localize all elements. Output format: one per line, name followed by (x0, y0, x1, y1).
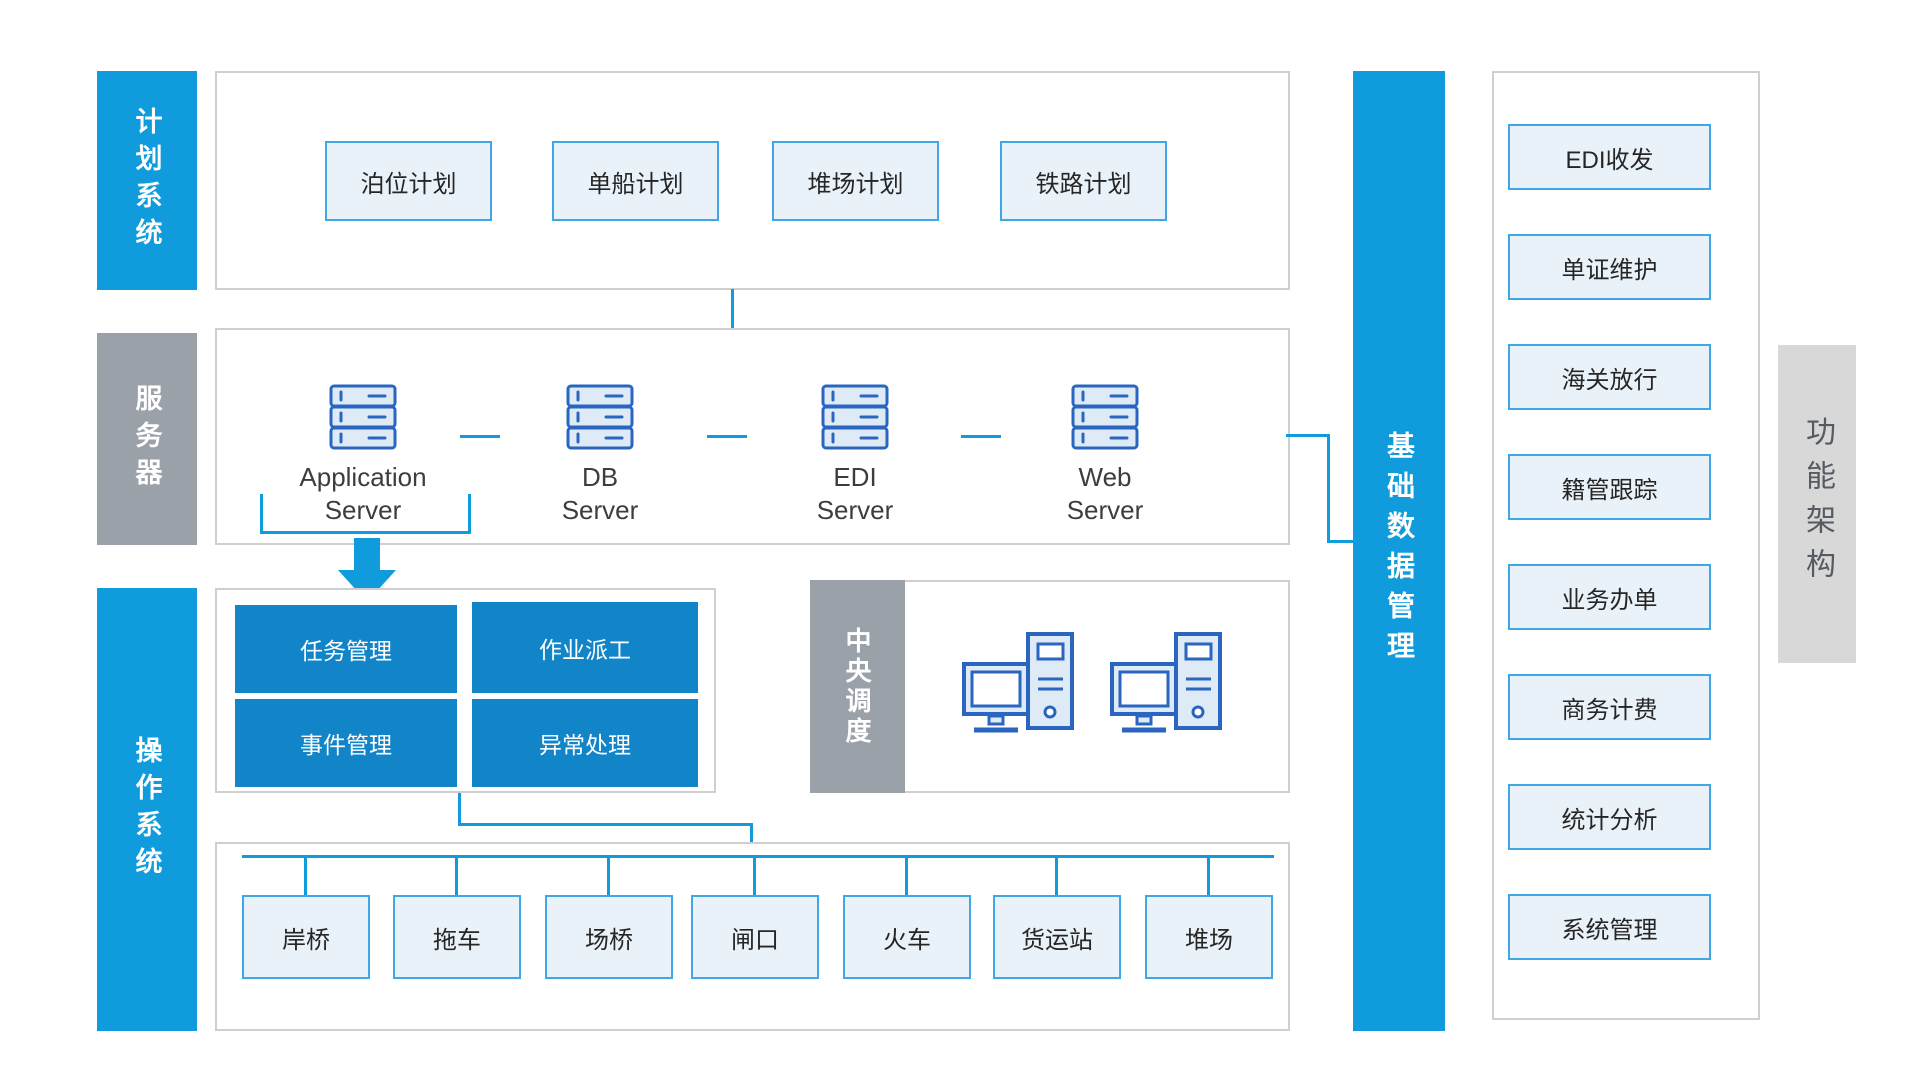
server-link-dash (961, 435, 1001, 438)
plan-box-berth: 泊位计划 (325, 141, 492, 221)
central-dispatch-panel: 中央调度 (810, 580, 1290, 793)
server-label-line2: Server (1066, 495, 1144, 525)
terminal-box-trailer: 拖车 (393, 895, 521, 979)
function-box-business-orders: 业务办单 (1508, 564, 1711, 630)
terminal-drop (1055, 855, 1058, 895)
server-label: Web Server (1005, 461, 1205, 527)
sidebar-operating-system: 操作系统 (97, 588, 197, 1031)
connector-server-to-bar-h2 (1327, 540, 1353, 543)
connector-ops-across (458, 823, 753, 826)
server-label-line2: Server (561, 495, 639, 525)
server-rack-icon (566, 384, 634, 450)
terminal-drop (455, 855, 458, 895)
application-server-bracket (260, 494, 471, 534)
ops-box-task-management: 任务管理 (235, 605, 457, 693)
plan-box-rail: 铁路计划 (1000, 141, 1167, 221)
terminal-panel: 岸桥 拖车 场桥 闸口 火车 货运站 堆场 (215, 842, 1290, 1031)
server-group-edi: EDI Server (755, 384, 955, 527)
operations-panel: 任务管理 作业派工 事件管理 异常处理 (215, 588, 716, 793)
server-rack-icon (821, 384, 889, 450)
terminal-box-freight-station: 货运站 (993, 895, 1121, 979)
function-box-statistics: 统计分析 (1508, 784, 1711, 850)
server-label-line1: Application (299, 462, 427, 492)
planning-panel: 泊位计划 单船计划 堆场计划 铁路计划 (215, 71, 1290, 290)
function-box-system-management: 系统管理 (1508, 894, 1711, 960)
workstation-icon (1110, 632, 1222, 733)
terminal-box-yard-crane: 场桥 (545, 895, 673, 979)
server-link-dash (460, 435, 500, 438)
function-box-document-maintenance: 单证维护 (1508, 234, 1711, 300)
connector-server-to-bar-h1 (1286, 434, 1330, 437)
server-label-line1: Web (1078, 462, 1132, 492)
terminal-drop (753, 855, 756, 895)
server-group-application: Application Server (263, 384, 463, 527)
sidebar-planning-system: 计划系统 (97, 71, 197, 290)
function-box-registry-tracking: 籍管跟踪 (1508, 454, 1711, 520)
plan-box-yard: 堆场计划 (772, 141, 939, 221)
ops-box-event-management: 事件管理 (235, 699, 457, 787)
terminal-drop (607, 855, 610, 895)
terminal-bus-line (242, 855, 1274, 858)
terminal-drop (1207, 855, 1210, 895)
plan-box-vessel: 单船计划 (552, 141, 719, 221)
basic-data-management-bar: 基础数据管理 (1353, 71, 1445, 1031)
terminal-box-yard: 堆场 (1145, 895, 1273, 979)
functions-panel: EDI收发 单证维护 海关放行 籍管跟踪 业务办单 商务计费 统计分析 系统管理 (1492, 71, 1760, 1020)
server-rack-icon (1071, 384, 1139, 450)
server-group-db: DB Server (500, 384, 700, 527)
sidebar-server: 服务器 (97, 333, 197, 545)
terminal-box-quay-crane: 岸桥 (242, 895, 370, 979)
connector-server-to-bar-v (1327, 434, 1330, 543)
down-arrow-icon (338, 538, 396, 602)
terminal-box-train: 火车 (843, 895, 971, 979)
server-label-line1: EDI (833, 462, 877, 492)
server-group-web: Web Server (1005, 384, 1205, 527)
server-label: DB Server (500, 461, 700, 527)
function-box-customs-release: 海关放行 (1508, 344, 1711, 410)
functional-architecture-label: 功能架构 (1778, 345, 1856, 663)
terminal-drop (304, 855, 307, 895)
server-rack-icon (329, 384, 397, 450)
server-label-line2: Server (816, 495, 894, 525)
workstation-icon (962, 632, 1074, 733)
connector-ops-down (458, 793, 461, 826)
function-box-commercial-billing: 商务计费 (1508, 674, 1711, 740)
connector-planning-to-server (731, 289, 734, 329)
server-label: EDI Server (755, 461, 955, 527)
terminal-drop (905, 855, 908, 895)
terminal-box-gate: 闸口 (691, 895, 819, 979)
server-link-dash (707, 435, 747, 438)
server-label-line1: DB (581, 462, 619, 492)
server-label-line2: Server (324, 495, 402, 525)
function-box-edi: EDI收发 (1508, 124, 1711, 190)
server-label: Application Server (263, 461, 463, 527)
ops-box-job-dispatch: 作业派工 (472, 602, 698, 693)
central-dispatch-label: 中央调度 (810, 580, 905, 793)
ops-box-exception-handling: 异常处理 (472, 699, 698, 787)
